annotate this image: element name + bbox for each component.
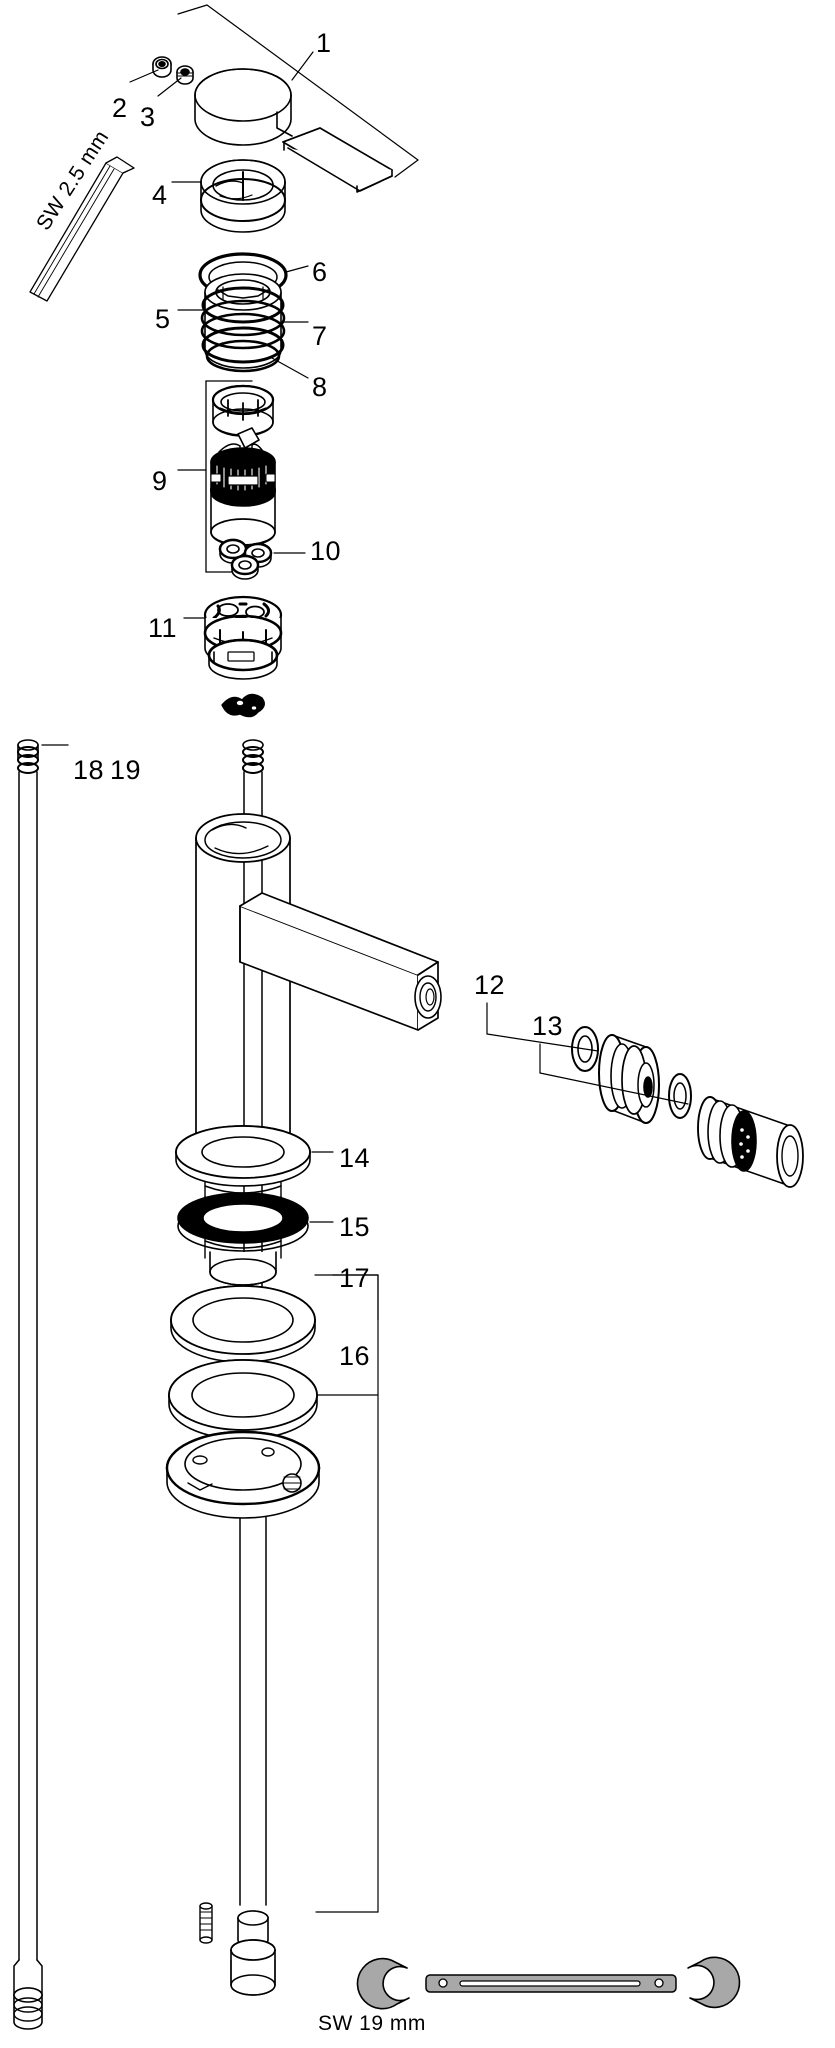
callout-16: 16 (339, 1341, 371, 1371)
callout-9: 9 (152, 466, 168, 496)
callout-3: 3 (140, 102, 156, 132)
callout-15: 15 (339, 1212, 371, 1242)
callout-4: 4 (152, 180, 168, 210)
callout-17: 17 (339, 1263, 371, 1293)
callout-7: 7 (312, 321, 328, 351)
part-retaining-clip (221, 693, 265, 718)
callout-10: 10 (310, 536, 342, 566)
part-lever-handle (177, 4, 419, 193)
part-cap-nut-assembly (177, 252, 309, 379)
wrench-size-label: SW 19 mm (318, 2012, 426, 2035)
part-shank-fittings (175, 1125, 334, 1286)
callout-1: 1 (316, 28, 332, 58)
callout-8: 8 (312, 372, 328, 402)
part-distributor-base (183, 595, 283, 680)
callout-2: 2 (112, 93, 128, 123)
part-adapter-sleeve (171, 159, 286, 233)
callout-18: 18 (73, 755, 105, 785)
callout-12: 12 (474, 970, 506, 1000)
part-cartridge-seal-set (218, 538, 306, 580)
part-screws (129, 56, 194, 97)
callout-13: 13 (532, 1011, 564, 1041)
callout-5: 5 (155, 304, 171, 334)
part-cartridge-assembly (177, 380, 276, 573)
callout-6: 6 (312, 257, 328, 287)
tool-open-end-wrench (356, 1956, 741, 2010)
tool-allen-key (29, 156, 135, 302)
part-mounting-rings (165, 1274, 379, 1913)
callout-14: 14 (339, 1143, 371, 1173)
callout-11: 11 (148, 613, 178, 643)
callout-19: 19 (110, 755, 142, 785)
part-faucet-body (195, 813, 442, 1181)
part-aerator (486, 1002, 804, 1188)
